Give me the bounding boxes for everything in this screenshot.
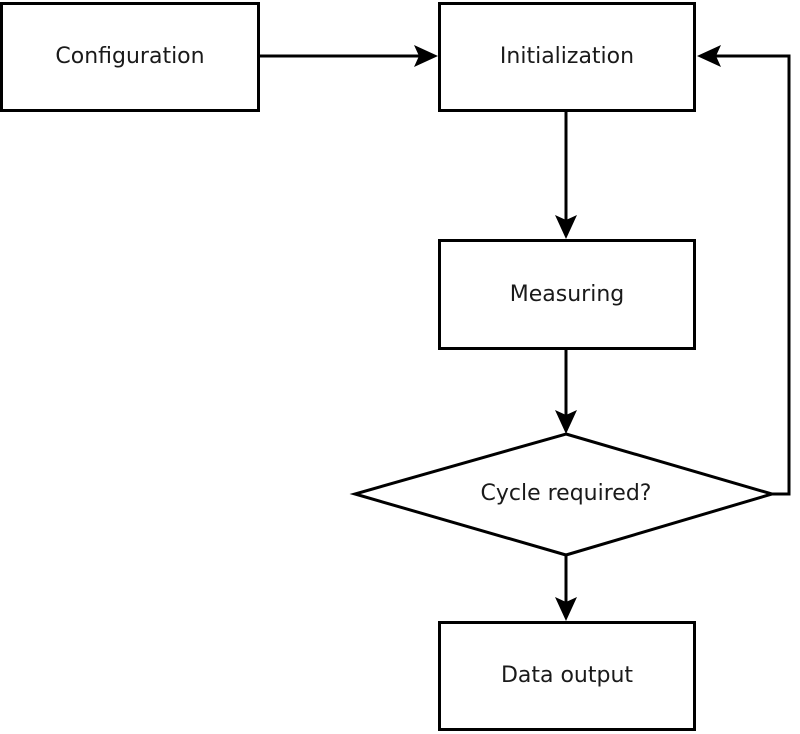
node-cycle-required-diamond[interactable] bbox=[349, 432, 778, 557]
node-configuration-label: Configuration bbox=[55, 44, 204, 69]
node-initialization-box[interactable] bbox=[438, 2, 696, 112]
node-configuration[interactable]: Configuration bbox=[0, 2, 260, 112]
node-data-output[interactable]: Data output bbox=[438, 621, 696, 731]
edge-cycle-required-loop-to-initialization bbox=[697, 45, 791, 496]
arrowhead-into-initialization-left bbox=[414, 45, 438, 67]
edge-configuration-to-initialization bbox=[259, 45, 438, 67]
node-data-output-label: Data output bbox=[501, 663, 633, 688]
arrowhead-into-cycle-required bbox=[555, 410, 577, 434]
node-configuration-box[interactable] bbox=[0, 2, 260, 112]
node-initialization-label: Initialization bbox=[500, 44, 634, 69]
node-initialization[interactable]: Initialization bbox=[438, 2, 696, 112]
arrowhead-into-data-output bbox=[555, 597, 577, 621]
edge-line-cycle-initialization-loop bbox=[708, 54, 791, 496]
node-measuring[interactable]: Measuring bbox=[438, 239, 696, 350]
node-measuring-label: Measuring bbox=[510, 282, 624, 307]
node-cycle-required-label: Cycle required? bbox=[481, 481, 652, 506]
edge-measuring-to-cycle-required bbox=[555, 350, 577, 434]
node-data-output-box[interactable] bbox=[438, 621, 696, 731]
edge-initialization-to-measuring bbox=[555, 111, 577, 239]
node-cycle-required[interactable]: Cycle required? bbox=[349, 432, 778, 557]
arrowhead-into-initialization-right bbox=[697, 45, 721, 67]
arrowhead-into-measuring bbox=[555, 215, 577, 239]
node-measuring-box[interactable] bbox=[438, 239, 696, 350]
edge-cycle-required-to-data-output bbox=[555, 555, 577, 621]
